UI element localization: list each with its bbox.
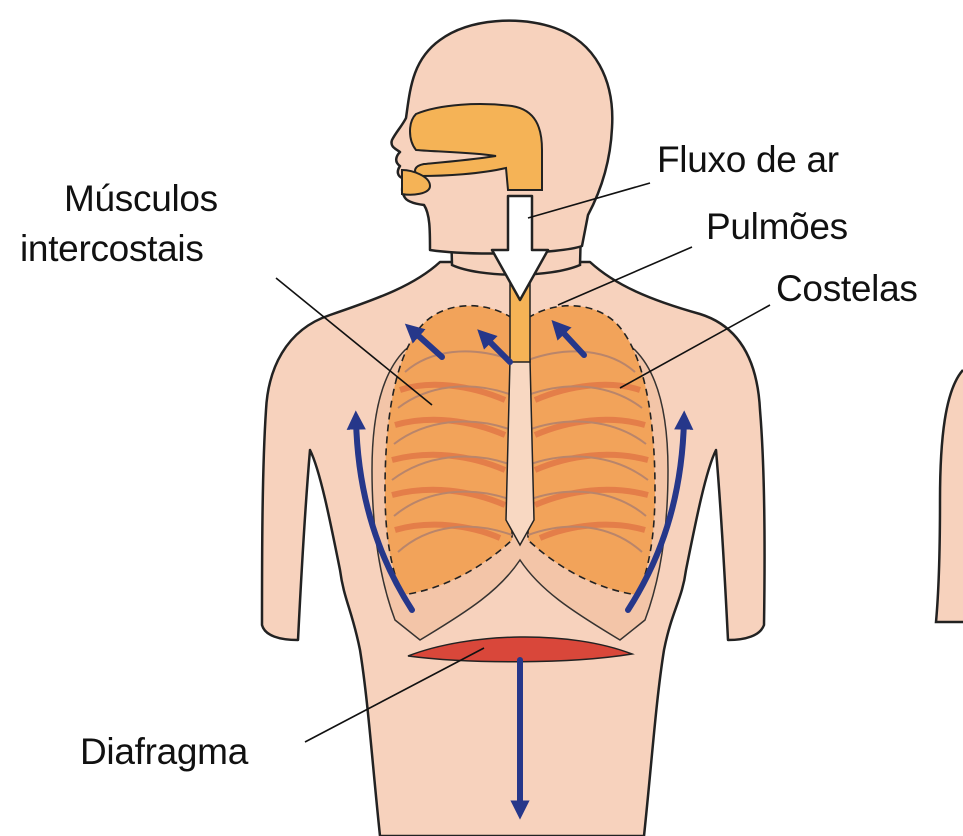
label-airflow: Fluxo de ar xyxy=(657,139,839,181)
second-figure-edge xyxy=(936,370,963,622)
label-ribs: Costelas xyxy=(776,268,918,310)
label-intercostal-muscles-line1: Músculos xyxy=(64,178,218,220)
sternum xyxy=(506,360,534,545)
label-diaphragm: Diafragma xyxy=(80,731,248,773)
label-intercostal-muscles-line2: intercostais xyxy=(20,228,204,270)
label-lungs: Pulmões xyxy=(706,206,848,248)
